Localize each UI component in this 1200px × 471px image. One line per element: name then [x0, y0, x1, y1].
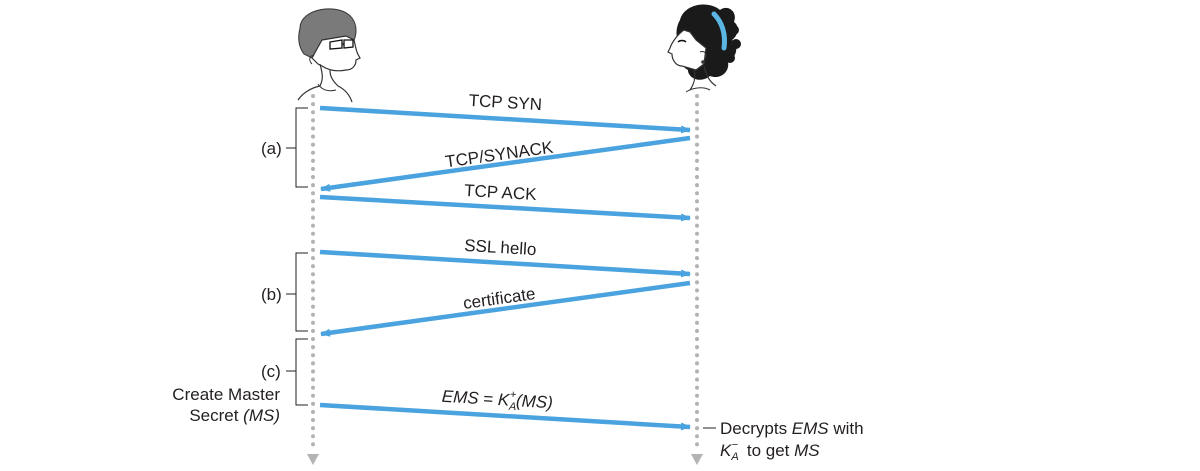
certificate-arrow: [320, 280, 691, 337]
man-avatar-icon: [297, 8, 361, 103]
phase-b-bracket: [286, 252, 308, 332]
phase-b-label: (b): [261, 285, 282, 304]
ems-label: EMS = KA+(MS): [441, 385, 553, 416]
client-lifeline-end-arrow: [307, 454, 319, 465]
ssl-hello-arrow: [319, 249, 691, 278]
tcp-syn-label: TCP SYN: [468, 91, 542, 114]
secret-ms-label: Secret (MS): [189, 406, 280, 425]
decrypt-note-line2: KA− to get MS: [720, 439, 820, 463]
create-master-label: Create Master: [172, 385, 280, 404]
decrypt-note-line1: Decrypts EMS with: [720, 419, 864, 438]
ssl-hello-label: SSL hello: [464, 236, 537, 259]
phase-c-bracket: [286, 338, 308, 406]
phase-c-label: (c): [261, 362, 281, 381]
ems-arrow: [319, 402, 691, 431]
tcp-ack-arrow: [319, 194, 691, 222]
phase-a-label: (a): [261, 139, 282, 158]
tcp-synack-arrow: [320, 135, 691, 192]
server-lifeline-end-arrow: [691, 454, 703, 465]
phase-a-bracket: [286, 107, 308, 188]
tcp-syn-arrow: [319, 105, 691, 134]
woman-avatar-icon: [667, 4, 741, 93]
tcp-ack-label: TCP ACK: [464, 181, 538, 204]
